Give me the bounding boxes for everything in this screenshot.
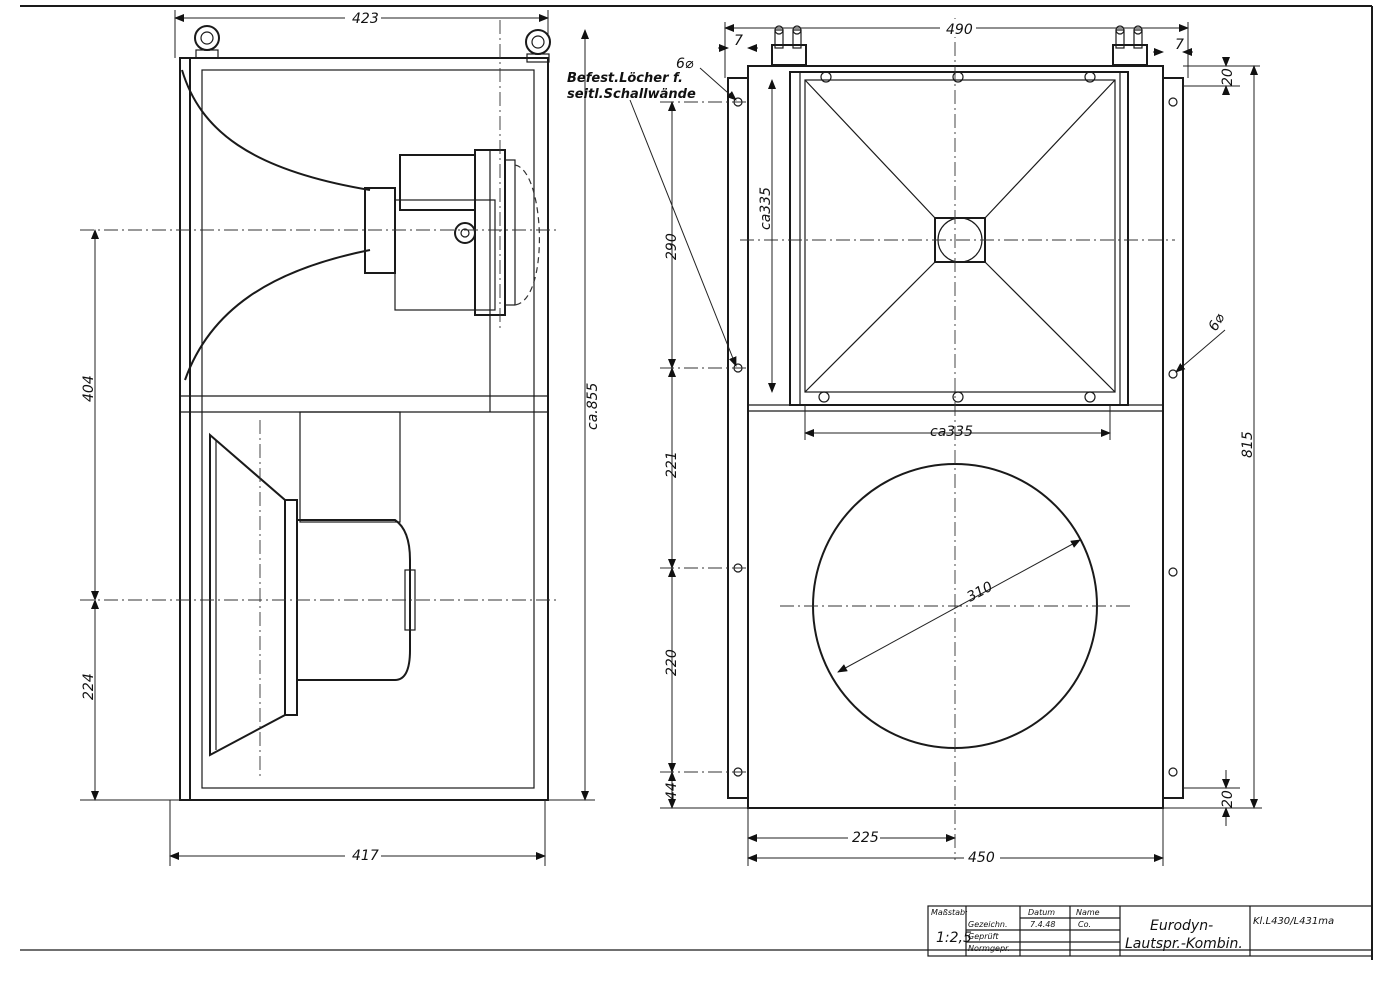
side-dim-height: ca.855 xyxy=(548,29,601,801)
front-dim-total-height-label: 815 xyxy=(1240,431,1256,458)
mounting-holes-note: Befest.Löcher f. seitl.Schallwände 6⌀ xyxy=(567,56,737,367)
drawn-date: 7.4.48 xyxy=(1030,920,1055,929)
title-line-1: Eurodyn- xyxy=(1150,918,1213,934)
side-dim-lower-label: 224 xyxy=(81,673,97,700)
drawing-number: Kl.L430/L431ma xyxy=(1253,916,1334,927)
lifting-eye-left xyxy=(194,25,220,59)
side-dim-top-width-label: 423 xyxy=(352,11,379,27)
hole-dia-left-label: 6⌀ xyxy=(676,56,694,72)
side-dim-top-width: 423 xyxy=(174,8,549,58)
hole-dia-right: 6⌀ xyxy=(1175,310,1229,373)
note-line-2: seitl.Schallwände xyxy=(567,87,696,102)
row-checked: Geprüft xyxy=(968,932,999,941)
side-bracket-right xyxy=(1162,77,1184,799)
row-standard: Normgepr. xyxy=(968,944,1010,953)
side-dim-upper-label: 404 xyxy=(81,375,97,402)
front-dim-bracket-right-label: 7 xyxy=(1175,37,1184,53)
front-dim-bottom-width-label: 450 xyxy=(968,850,995,866)
side-cabinet-outline xyxy=(179,57,549,801)
front-dim-spacing-2-label: 221 xyxy=(664,451,680,478)
col-name: Name xyxy=(1076,908,1100,917)
front-dim-bracket-left-label: 7 xyxy=(734,33,743,49)
row-drawn: Gezeichn. xyxy=(968,920,1008,929)
drawn-name: Co. xyxy=(1078,920,1091,929)
hole-dia-right-label: 6⌀ xyxy=(1206,310,1229,334)
note-line-1: Befest.Löcher f. xyxy=(567,71,683,86)
front-dim-top-margin: 20 xyxy=(1183,57,1260,95)
front-dim-horn-width-label: ca335 xyxy=(930,424,973,440)
front-dim-top-width-label: 490 xyxy=(946,22,973,38)
front-dim-bracket-left: 7 xyxy=(718,33,758,52)
front-view: 310 Befest.Löcher f. seitl.Schallwände 6… xyxy=(567,18,1262,866)
front-dim-spacing-3-label: 220 xyxy=(664,649,680,676)
horn-screw-holes xyxy=(818,71,1096,403)
front-dim-bottom-width: 450 xyxy=(747,808,1164,866)
scale-value: 1:2,5 xyxy=(936,930,972,946)
title-block: Maßstab: 1:2,5 Datum Name Gezeichn. Gepr… xyxy=(927,905,1373,957)
front-dim-bracket-right: 7 xyxy=(1153,37,1193,56)
front-dim-top-margin-label: 20 xyxy=(1220,68,1236,86)
horn-profile xyxy=(181,69,540,412)
front-dim-half-width: 225 xyxy=(747,808,956,866)
sheet-border xyxy=(20,5,1373,960)
bass-speaker-profile xyxy=(209,411,416,757)
front-dim-half-width-label: 225 xyxy=(852,830,879,846)
side-bracket-left xyxy=(727,77,749,799)
front-dim-horn-height: ca335 xyxy=(758,79,776,393)
front-center-lines xyxy=(660,18,1175,860)
horn-mouth xyxy=(789,71,1129,406)
side-dim-upper: 404 xyxy=(81,229,99,601)
terminal-connector-right xyxy=(1112,25,1148,66)
front-dim-bottom-margin-label: 20 xyxy=(1220,790,1236,808)
col-datum: Datum xyxy=(1028,908,1055,917)
title-line-2: Lautspr.-Kombin. xyxy=(1125,936,1243,952)
scale-label: Maßstab: xyxy=(931,908,968,917)
side-dim-height-label: ca.855 xyxy=(585,382,601,430)
terminal-connector-left xyxy=(771,25,807,66)
front-dim-spacing-1-label: 290 xyxy=(664,233,680,260)
front-dim-bottom-margin: 20 xyxy=(1183,770,1240,826)
speaker-dia-label: 310 xyxy=(964,579,995,606)
front-dim-horn-width: ca335 xyxy=(804,405,1111,440)
front-dim-horn-height-label: ca335 xyxy=(758,187,774,230)
side-dim-bottom-width: 417 xyxy=(169,800,546,866)
front-dim-top-width: 490 xyxy=(724,19,1189,78)
side-view: 423 417 ca.855 404 224 xyxy=(80,8,601,866)
front-dim-spacing-4-label: 44 xyxy=(664,782,680,800)
front-dim-total-height: 815 xyxy=(1163,65,1262,809)
front-dim-chain: 290 221 220 44 xyxy=(660,101,748,809)
side-center-lines xyxy=(80,20,560,780)
side-dim-bottom-width-label: 417 xyxy=(352,848,379,864)
side-dim-lower: 224 xyxy=(80,599,180,801)
